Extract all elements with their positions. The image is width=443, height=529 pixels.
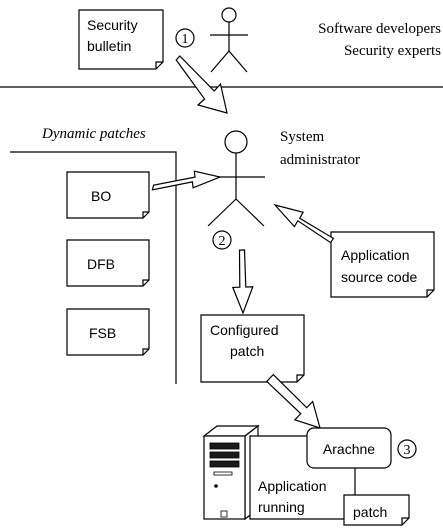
arrow-patch-to-arachne [265, 373, 321, 429]
svg-text:running: running [258, 499, 305, 515]
developers-actor-icon [210, 7, 248, 73]
patch-doc-bo: BO [66, 171, 150, 219]
patch-doc-fsb: FSB [66, 308, 150, 356]
svg-text:Security: Security [87, 17, 138, 33]
security-bulletin-doc: Security bulletin [78, 9, 164, 70]
system-administrator-label-2: administrator [280, 152, 360, 168]
dynamic-patches-bracket [10, 151, 177, 384]
application-source-code-doc: Application source code [330, 231, 435, 298]
arachne-box: Arachne [306, 427, 392, 469]
svg-text:Application: Application [258, 478, 327, 494]
svg-text:DFB: DFB [87, 256, 115, 272]
step-1-marker: 1 [175, 28, 195, 48]
svg-text:bulletin: bulletin [87, 38, 131, 54]
arrow-source-to-admin [273, 203, 335, 244]
svg-text:BO: BO [91, 188, 111, 204]
svg-text:FSB: FSB [89, 325, 116, 341]
svg-text:patch: patch [353, 504, 387, 520]
computer-tower-icon [202, 424, 260, 521]
step-2-marker: 2 [212, 230, 232, 250]
configured-patch-doc: Configured patch [200, 314, 305, 383]
patch-doc-small: patch [343, 494, 410, 526]
svg-text:Application: Application [341, 247, 410, 263]
dynamic-patches-label: Dynamic patches [41, 126, 146, 142]
system-administrator-label-1: System [280, 129, 325, 145]
security-experts-label: Security experts [344, 43, 441, 59]
svg-text:1: 1 [182, 32, 189, 47]
patch-doc-dfb: DFB [66, 239, 150, 287]
arrow-admin-to-configured-patch [231, 249, 254, 315]
svg-text:Arachne: Arachne [323, 441, 375, 457]
step-3-marker: 3 [397, 439, 417, 459]
developers-label: Software developers [318, 21, 441, 37]
svg-text:3: 3 [404, 443, 411, 458]
arrow-bulletin-to-admin [175, 55, 228, 114]
svg-text:source code: source code [341, 269, 417, 285]
svg-text:2: 2 [219, 234, 226, 249]
arrow-bo-to-admin [151, 170, 223, 191]
svg-text:Configured: Configured [210, 322, 279, 338]
svg-text:patch: patch [230, 343, 264, 359]
